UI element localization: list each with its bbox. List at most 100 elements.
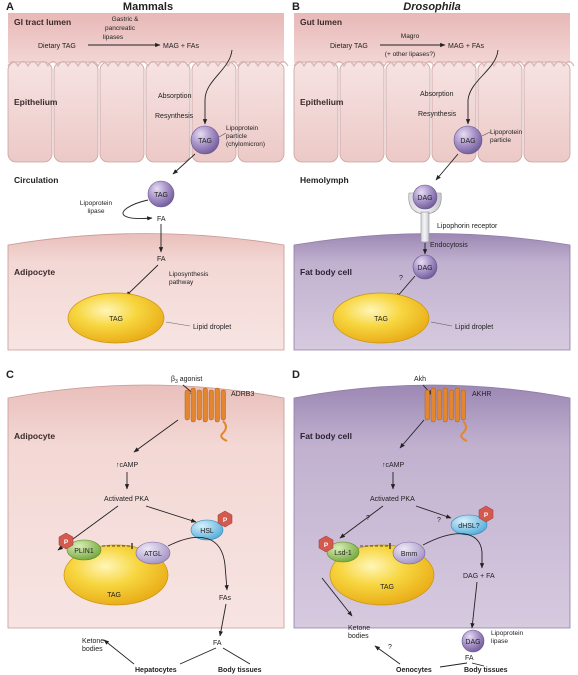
chylomicron-particle bbox=[190, 125, 220, 155]
fat-body-cell-b bbox=[293, 233, 571, 351]
lpl-d-2: lipase bbox=[491, 638, 508, 645]
cell-label-d: Fat body cell bbox=[300, 431, 352, 441]
q3-d: ? bbox=[388, 644, 392, 651]
particle-leader-a bbox=[218, 132, 227, 138]
adrb3-receptor bbox=[184, 387, 228, 442]
plin1-label: PLIN1 bbox=[74, 548, 94, 555]
pka-c: Activated PKA bbox=[104, 496, 149, 503]
fa-to-tissues-d bbox=[471, 662, 485, 667]
resynthesis-b: Resynthesis bbox=[418, 111, 457, 118]
hepatocytes-c: Hepatocytes bbox=[135, 667, 177, 674]
droplet-tag-a: TAG bbox=[109, 316, 123, 323]
body-tissues-d: Body tissues bbox=[464, 667, 508, 674]
particle-label-b-1: Lipoprotein bbox=[490, 129, 523, 136]
panel-letter-c: C bbox=[6, 369, 14, 381]
exit-arrow-b bbox=[435, 153, 459, 181]
oenocytes-d: Oenocytes bbox=[396, 667, 432, 674]
p-hsl-c: P bbox=[223, 517, 228, 524]
circ-tag: TAG bbox=[154, 192, 168, 199]
lsd1-protein bbox=[326, 541, 360, 563]
lumen-label-b: Gut lumen bbox=[300, 17, 342, 27]
fa1-a: FA bbox=[157, 216, 166, 223]
cell-label-c: Adipocyte bbox=[14, 431, 55, 441]
storage-arrow-b bbox=[395, 275, 416, 299]
droplet-to-ketone-d bbox=[321, 577, 353, 617]
receptor-dag: DAG bbox=[417, 195, 432, 202]
endocytosis-label: Endocytosis bbox=[430, 242, 468, 249]
chylomicron-tag: TAG bbox=[198, 138, 212, 145]
body-tissues-c: Body tissues bbox=[218, 667, 262, 674]
fa-to-oenocytes-d bbox=[439, 662, 468, 668]
particle-label-a-3: (chylomicron) bbox=[226, 141, 265, 148]
resynthesis-a: Resynthesis bbox=[155, 113, 194, 120]
receptor-label: Lipophorin receptor bbox=[437, 223, 498, 230]
lipolysis-arrow-d bbox=[422, 533, 485, 569]
ketone-c-2: bodies bbox=[82, 646, 103, 653]
pathway-a-2: pathway bbox=[169, 279, 194, 286]
epithelium-label-a: Epithelium bbox=[14, 97, 58, 107]
fa-to-tissues-c bbox=[222, 647, 251, 665]
cell-label-b: Fat body cell bbox=[300, 267, 352, 277]
droplet-leader-b bbox=[430, 321, 453, 327]
absorption-b: Absorption bbox=[420, 91, 454, 98]
microvilli-a bbox=[7, 60, 289, 68]
oenocytes-to-ketone-d bbox=[374, 645, 401, 665]
plin1-protein bbox=[66, 539, 102, 561]
p-dhsl-d: P bbox=[484, 512, 489, 519]
enzyme-a-3: lipases bbox=[103, 34, 124, 41]
receptor-label-d: AKHR bbox=[472, 391, 491, 398]
p-plin1-c: P bbox=[64, 539, 69, 546]
lipid-droplet-a bbox=[67, 292, 165, 344]
cell-dag-b: DAG bbox=[417, 265, 432, 272]
circulating-particle bbox=[147, 180, 175, 208]
droplet-label-a: Lipid droplet bbox=[193, 324, 231, 331]
lpl-a-2: lipase bbox=[88, 208, 105, 215]
dag-fa-d: DAG + FA bbox=[463, 573, 495, 580]
products-b: MAG + FAs bbox=[448, 43, 484, 50]
bmm-label: Bmm bbox=[401, 551, 418, 558]
q2-d: ? bbox=[437, 517, 441, 524]
enzyme-a-2: pancreatic bbox=[105, 25, 136, 32]
atgl-protein bbox=[135, 541, 171, 565]
tag-d: TAG bbox=[380, 584, 394, 591]
dhsl-label: dHSL? bbox=[458, 523, 480, 530]
circulation-label: Circulation bbox=[14, 175, 58, 185]
panel-b: B Drosophila Gut lumen Dietary TAG Magro… bbox=[292, 1, 575, 351]
panel-letter-a: A bbox=[6, 1, 14, 13]
gut-lumen bbox=[294, 13, 570, 63]
camp-d: ↑cAMP bbox=[382, 462, 405, 469]
phospho-dhsl-d bbox=[478, 505, 494, 523]
tag-c: TAG bbox=[107, 592, 121, 599]
cell-label-a: Adipocyte bbox=[14, 267, 55, 277]
products-a: MAG + FAs bbox=[163, 43, 199, 50]
particle-label-a-2: particle bbox=[226, 133, 247, 140]
particle-dag-b: DAG bbox=[460, 138, 475, 145]
receptor-to-camp-d bbox=[399, 419, 425, 449]
lsd1-label: Lsd-1 bbox=[334, 550, 352, 557]
fa-release-arrow-c bbox=[218, 603, 227, 637]
phospho-plin1-c bbox=[58, 532, 74, 550]
epithelium-label-b: Epithelium bbox=[300, 97, 344, 107]
pka-to-lsd1-d bbox=[339, 505, 384, 539]
particle-label-b-2: particle bbox=[490, 137, 511, 144]
receptor-to-camp-c bbox=[133, 419, 179, 453]
fa2-a: FA bbox=[157, 256, 166, 263]
droplet-label-b: Lipid droplet bbox=[455, 324, 493, 331]
microvilli-b bbox=[293, 60, 575, 68]
hemolymph-label: Hemolymph bbox=[300, 175, 349, 185]
ketone-c-1: Ketone bbox=[82, 638, 104, 645]
internalized-particle bbox=[412, 254, 438, 280]
dietary-tag-b: Dietary TAG bbox=[330, 43, 368, 50]
fa-d: FA bbox=[465, 655, 474, 662]
absorption-arrow-b bbox=[465, 49, 499, 125]
lipid-droplet-b bbox=[332, 292, 430, 344]
hsl-protein bbox=[190, 519, 224, 541]
pathway-a-1: Liposynthesis bbox=[169, 271, 209, 278]
receptor-label-c: ADRB3 bbox=[231, 391, 254, 398]
panel-title-a: Mammals bbox=[123, 1, 173, 13]
absorption-a: Absorption bbox=[158, 93, 192, 100]
liposynthesis-arrow-a bbox=[125, 264, 159, 297]
lipophorin-particle bbox=[453, 125, 483, 155]
panel-d: D Akh AKHR Fat body cell ↑cAMP Activated… bbox=[292, 369, 571, 674]
panel-letter-b: B bbox=[292, 1, 300, 13]
